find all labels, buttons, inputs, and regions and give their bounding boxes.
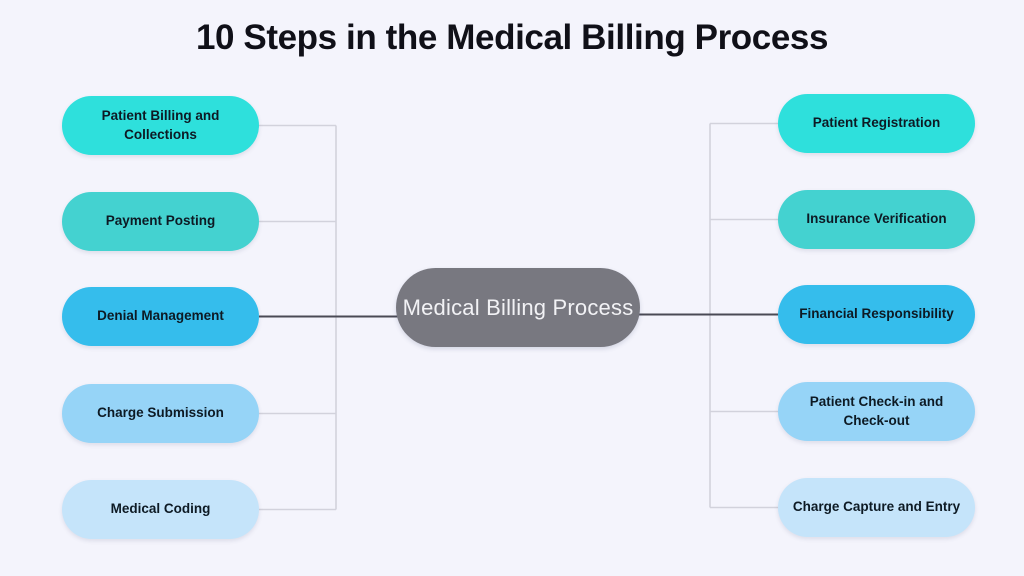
node-patient-check-in-and-check-out[interactable]: Patient Check-in and Check-out — [778, 382, 975, 441]
center-trunk — [259, 313, 778, 318]
node-payment-posting[interactable]: Payment Posting — [62, 192, 259, 251]
node-label: Insurance Verification — [806, 211, 947, 227]
node-patient-billing-and-collections[interactable]: Patient Billing and Collections — [62, 96, 259, 155]
node-charge-submission[interactable]: Charge Submission — [62, 384, 259, 443]
node-label: Financial Responsibility — [799, 306, 954, 322]
node-label: Patient Billing and Collections — [101, 107, 220, 142]
node-label: Patient Check-in and Check-out — [809, 393, 944, 428]
node-label: Payment Posting — [105, 213, 216, 229]
node-denial-management[interactable]: Denial Management — [62, 287, 259, 346]
node-label: Denial Management — [97, 308, 224, 324]
node-label: Medical Coding — [110, 501, 211, 517]
node-label: Charge Capture and Entry — [792, 499, 961, 515]
node-insurance-verification[interactable]: Insurance Verification — [778, 190, 975, 249]
node-label: Charge Submission — [97, 405, 224, 421]
node-charge-capture-and-entry[interactable]: Charge Capture and Entry — [778, 478, 975, 537]
node-label: Patient Registration — [812, 115, 941, 131]
node-medical-coding[interactable]: Medical Coding — [62, 480, 259, 539]
node-financial-responsibility[interactable]: Financial Responsibility — [778, 285, 975, 344]
center-node-medical-billing-process[interactable]: Medical Billing Process — [396, 268, 640, 347]
center-node-label: Medical Billing Process — [402, 294, 634, 320]
node-patient-registration[interactable]: Patient Registration — [778, 94, 975, 153]
page-title: 10 Steps in the Medical Billing Process — [195, 18, 829, 57]
